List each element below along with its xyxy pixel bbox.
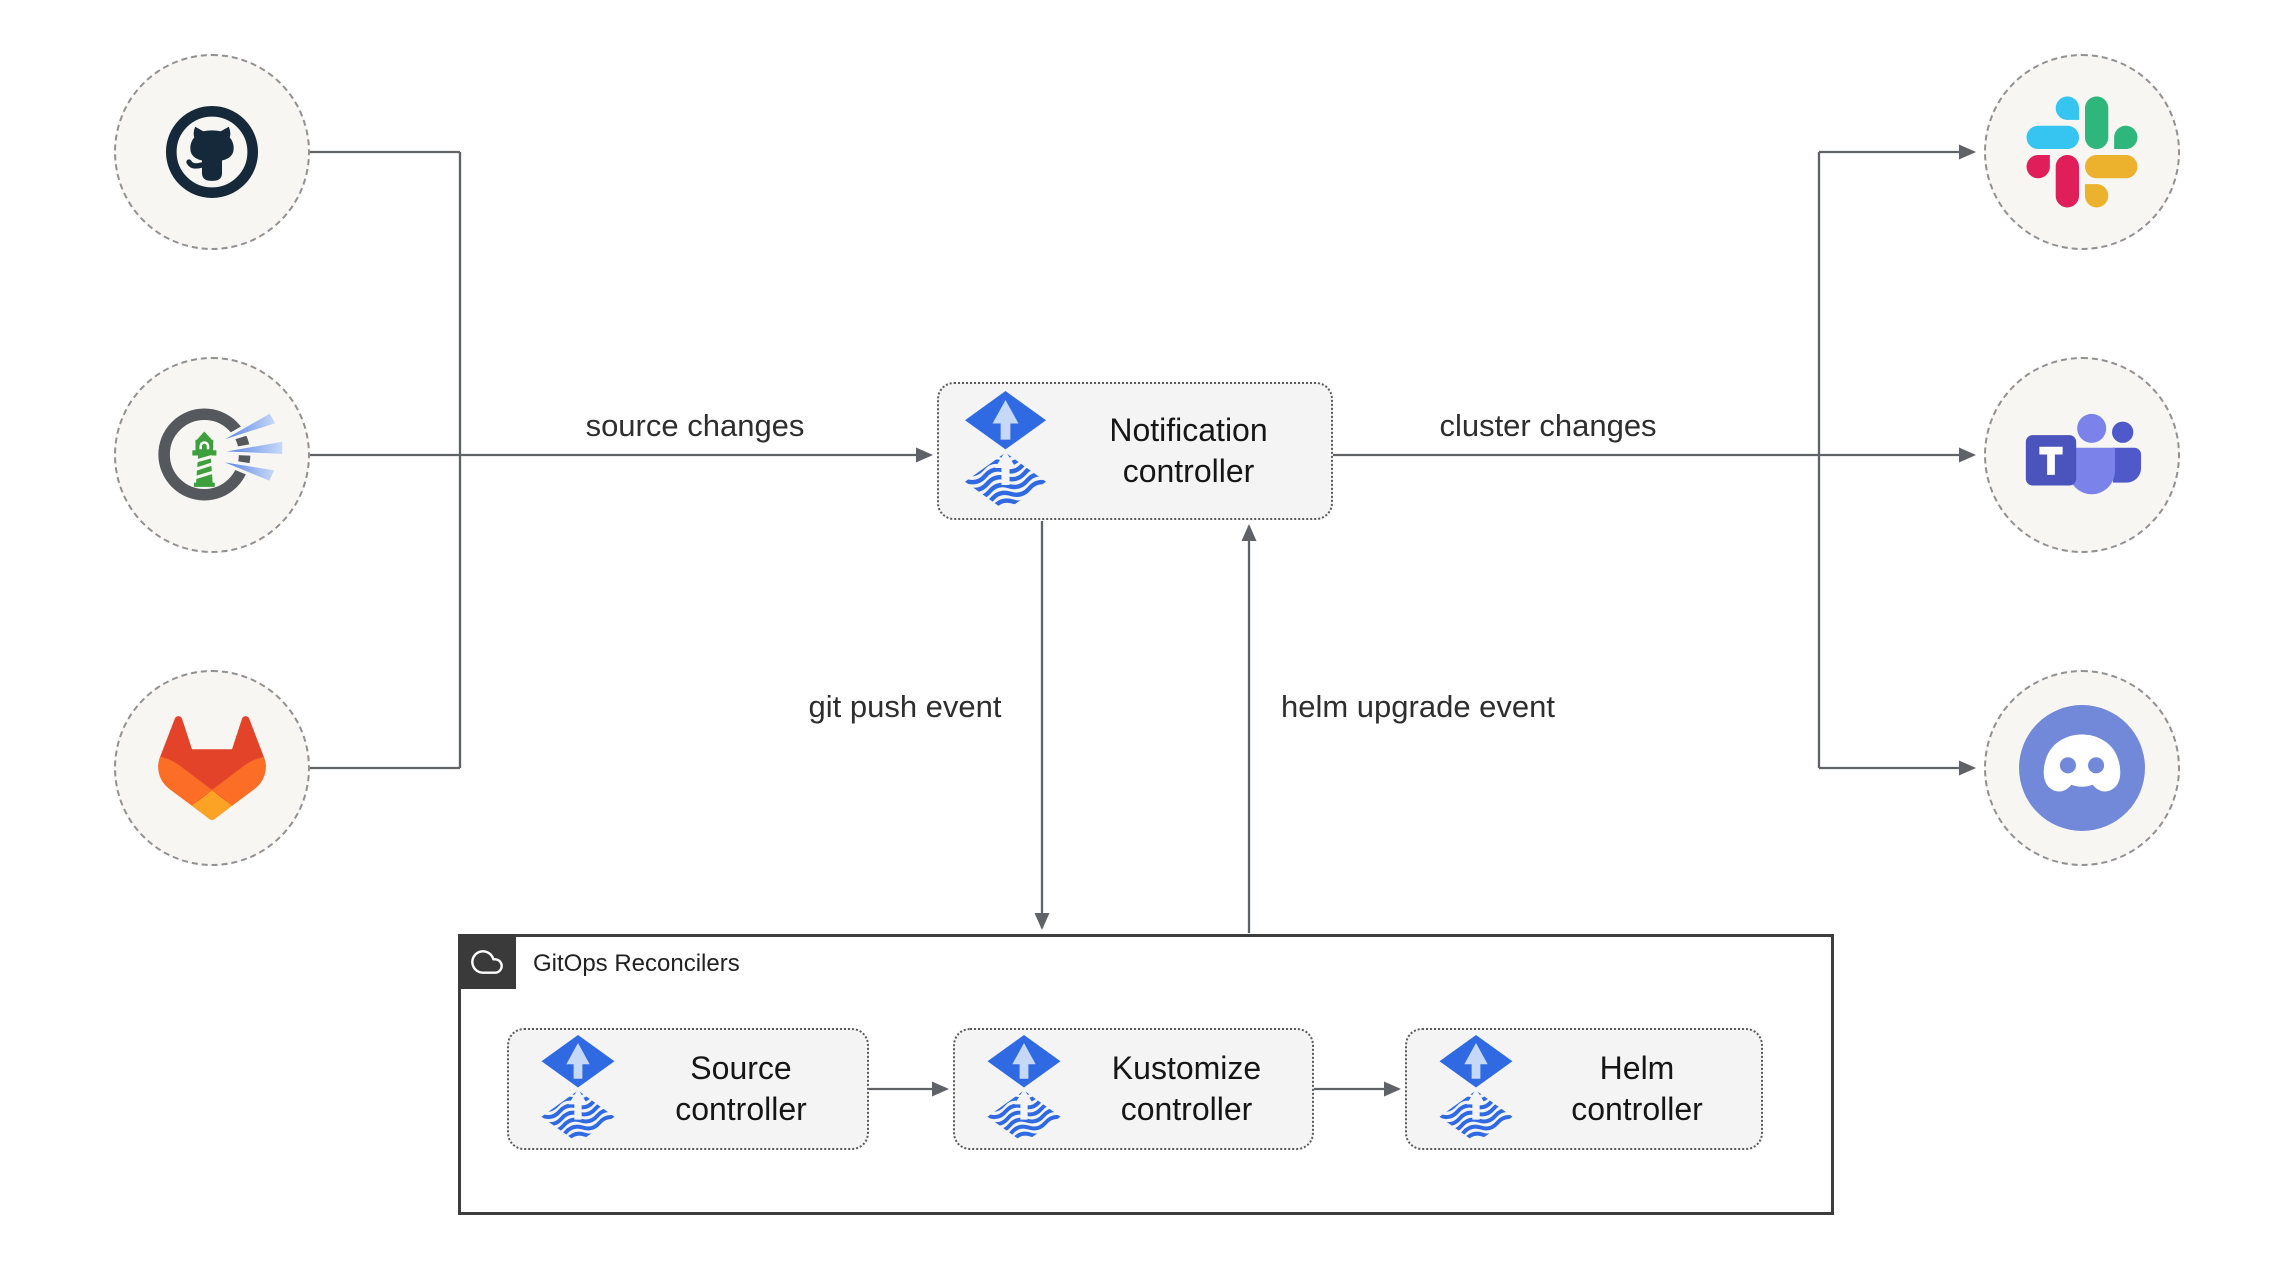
gitops-reconcilers-group: GitOps Reconcilers (458, 934, 1834, 1215)
flux-icon (987, 1035, 1061, 1143)
node-harbor (114, 357, 310, 553)
github-icon (153, 93, 271, 211)
title-line1: Source (690, 1050, 792, 1086)
teams-icon (2018, 409, 2146, 501)
title-line1: Helm (1599, 1050, 1675, 1086)
title-line2: controller (675, 1091, 807, 1127)
notification-controller-title: Notification controller (1046, 410, 1331, 492)
flux-icon (541, 1035, 615, 1143)
label-source-changes: source changes (585, 408, 805, 443)
title-line2: controller (1120, 1091, 1253, 1127)
notification-controller-box: Notification controller (937, 382, 1333, 520)
gitops-header-square (458, 934, 516, 989)
node-gitlab (114, 670, 310, 866)
kustomize-controller-box: Kustomize controller (953, 1028, 1314, 1150)
node-discord (1984, 670, 2180, 866)
title-line1: Kustomize (1111, 1050, 1262, 1086)
harbor-icon (150, 400, 288, 510)
source-controller-box: Source controller (507, 1028, 869, 1150)
node-github (114, 54, 310, 250)
label-git-push-event: git push event (808, 689, 1002, 724)
label-cluster-changes: cluster changes (1439, 408, 1657, 443)
flux-icon (965, 391, 1046, 511)
helm-controller-box: Helm controller (1405, 1028, 1763, 1150)
discord-icon (2015, 701, 2149, 835)
gitlab-icon (153, 712, 271, 824)
title-line1: Notification (1109, 412, 1268, 448)
gitops-group-title: GitOps Reconcilers (533, 950, 740, 977)
node-teams (1984, 357, 2180, 553)
label-helm-upgrade-event: helm upgrade event (1280, 689, 1556, 724)
source-controller-title: Source controller (615, 1048, 867, 1130)
edge-sources-bus (310, 150, 462, 770)
helm-controller-title: Helm controller (1513, 1048, 1761, 1130)
cloud-icon (471, 946, 503, 978)
kustomize-controller-title: Kustomize controller (1061, 1048, 1312, 1130)
slack-icon (2026, 96, 2138, 208)
title-line2: controller (1122, 453, 1255, 489)
flux-icon (1439, 1035, 1513, 1143)
title-line2: controller (1571, 1091, 1703, 1127)
node-slack (1984, 54, 2180, 250)
